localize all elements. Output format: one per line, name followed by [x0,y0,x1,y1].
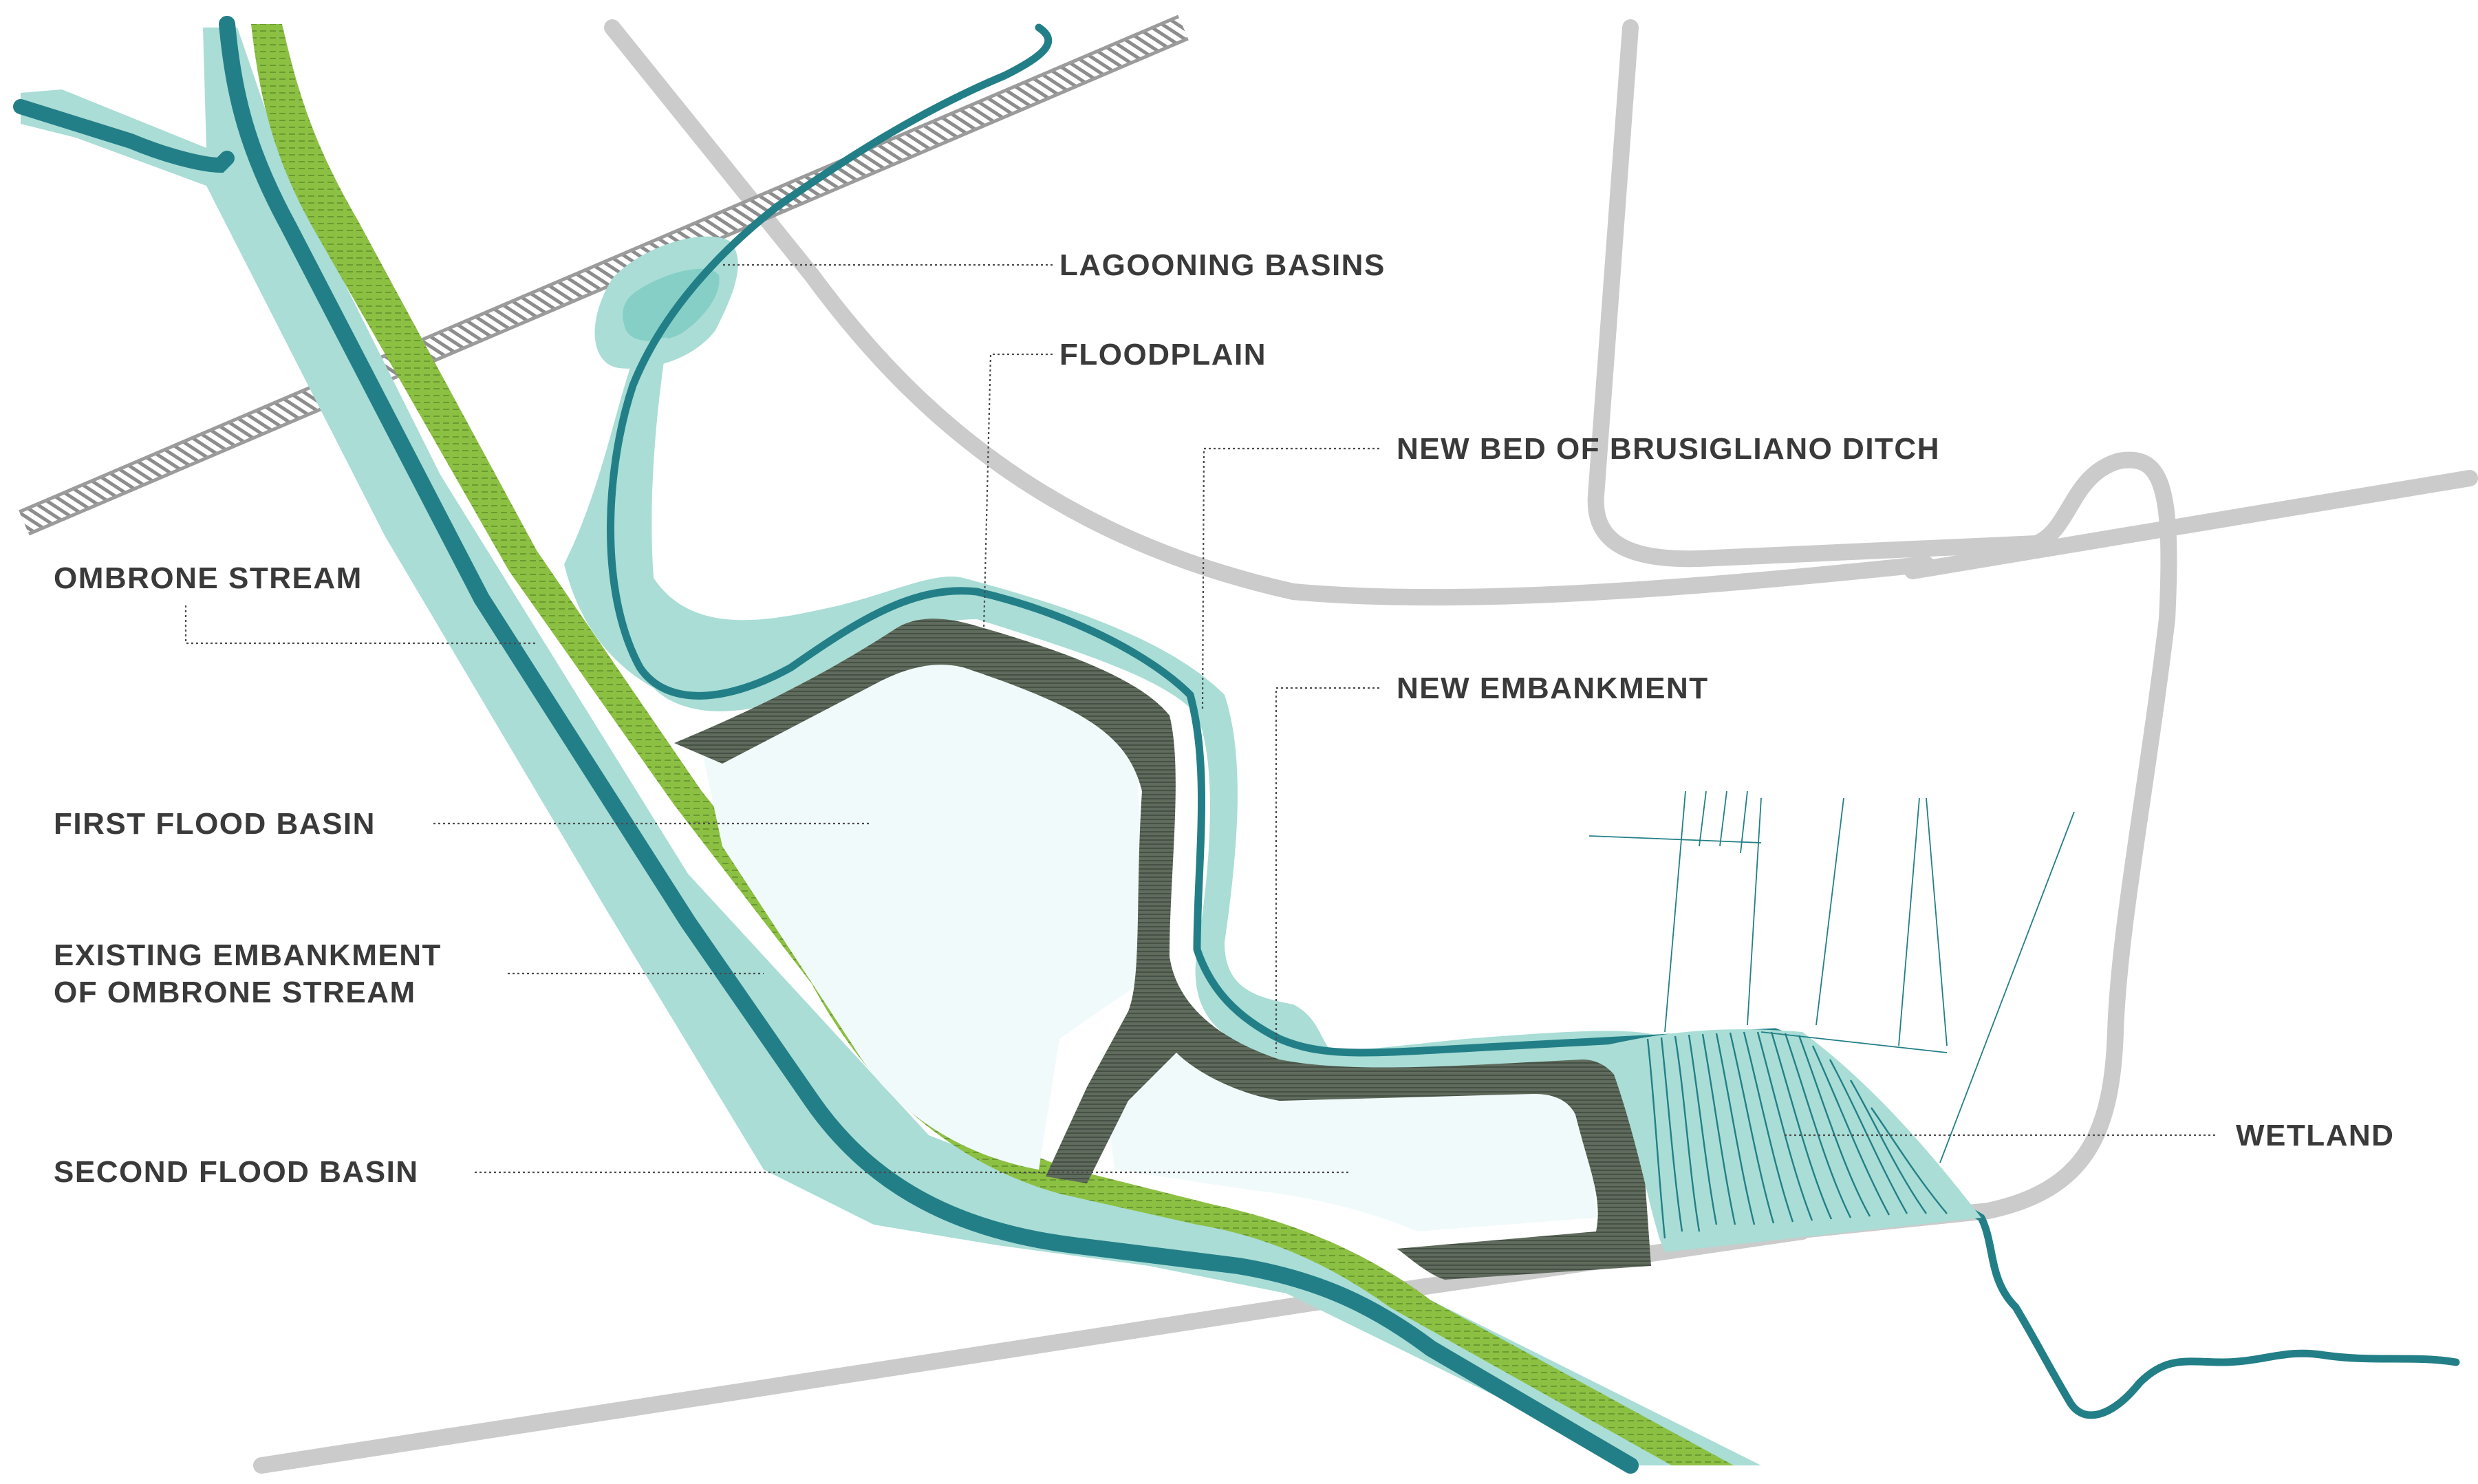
ombrone-tributary [13,99,235,173]
new-embankment-band [674,619,1651,1280]
label-ombrone-stream: OMBRONE STREAM [54,561,363,595]
leader-floodplain [982,353,1053,630]
road-east [1904,470,2478,579]
label-first-flood-basin: FIRST FLOOD BASIN [54,807,376,841]
road-north-vertical [1587,19,2177,1240]
label-existing-embankment-line1: EXISTING EMBANKMENT [54,938,442,972]
wetland-drainage-lines [1588,791,2075,1163]
wetland-area [1603,1029,1981,1252]
ombrone-stream-channel [219,16,1639,1474]
label-second-flood-basin: SECOND FLOOD BASIN [54,1155,419,1189]
label-existing-embankment-line2: OF OMBRONE STREAM [54,976,416,1009]
label-new-embankment: NEW EMBANKMENT [1397,671,1709,705]
leader-new-embankment [1275,687,1379,1053]
railway [19,14,1189,536]
brusigliano-ditch-new-bed [607,23,2460,1419]
road-northwest [604,19,1935,606]
label-lagooning-basins: LAGOONING BASINS [1059,248,1386,282]
label-new-bed-brusigliano: NEW BED OF BRUSIGLIANO DITCH [1397,432,1940,466]
first-flood-basin-fill [702,640,1149,1170]
labels: LAGOONING BASINS FLOODPLAIN NEW BED OF B… [54,248,2394,1189]
leader-new-bed [1201,447,1379,709]
label-wetland: WETLAND [2236,1119,2394,1152]
wetland [1588,791,2075,1252]
label-floodplain: FLOODPLAIN [1059,338,1267,372]
leader-ombrone [184,605,537,645]
leader-lines [184,264,2215,1174]
